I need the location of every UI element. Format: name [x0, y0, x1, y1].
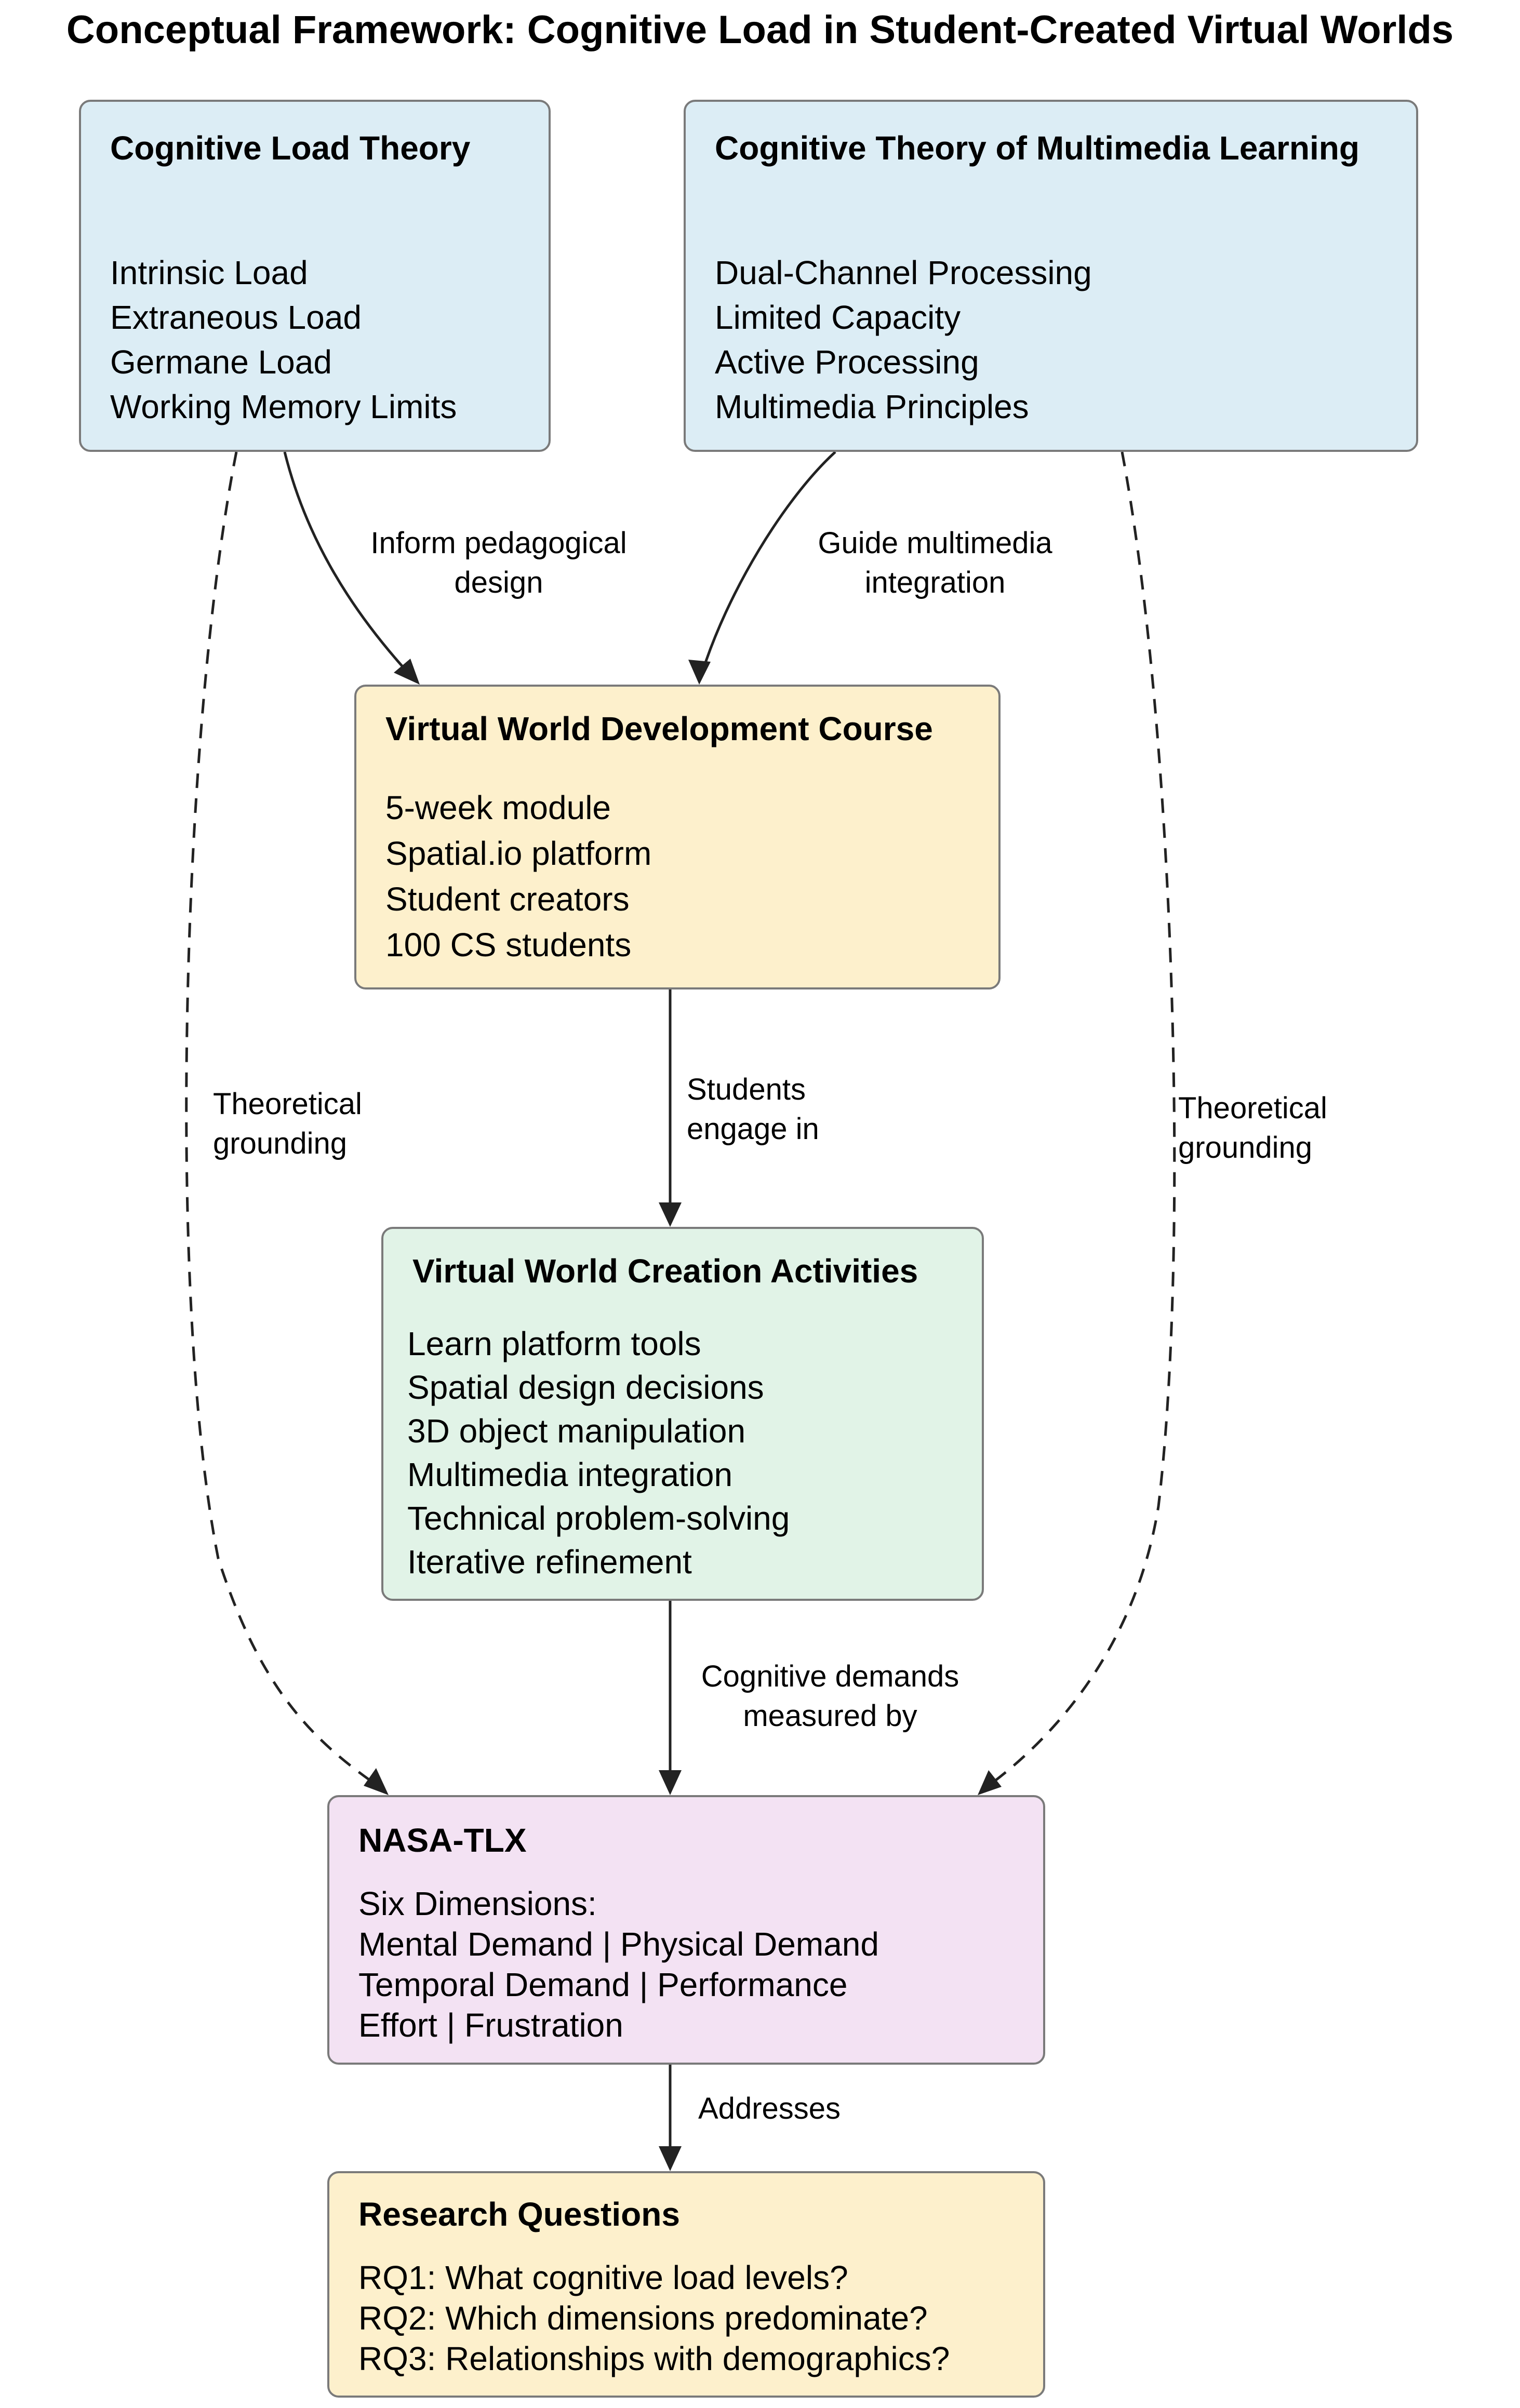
box-item: RQ3: Relationships with demographics?: [358, 2340, 950, 2377]
arrowhead-clt-course: [394, 659, 420, 685]
box-item: RQ2: Which dimensions predominate?: [358, 2299, 928, 2337]
box-heading: Virtual World Development Course: [385, 710, 933, 747]
edge-label-inform: Inform pedagogical design: [370, 526, 627, 599]
box-item: Effort | Frustration: [358, 2006, 623, 2044]
arrowhead-course-activities: [659, 1202, 682, 1227]
box-heading: Virtual World Creation Activities: [412, 1252, 918, 1290]
box-item: Spatial design decisions: [407, 1369, 764, 1406]
box-heading: Cognitive Theory of Multimedia Learning: [715, 129, 1359, 167]
arrowhead-ctml-course: [688, 660, 711, 685]
arrow-clt-to-course: [283, 451, 411, 676]
edge-label-grounding-right: Theoretical grounding: [1178, 1091, 1327, 1165]
box-item: Spatial.io platform: [385, 835, 652, 872]
box-item: Temporal Demand | Performance: [358, 1966, 848, 2003]
box-item: 5-week module: [385, 789, 611, 826]
edge-label-measured: Cognitive demands measured by: [701, 1660, 959, 1733]
box-item: Extraneous Load: [110, 299, 362, 336]
box-item: Multimedia Principles: [715, 388, 1029, 425]
box-item: Multimedia integration: [407, 1456, 733, 1493]
arrow-ctml-to-course: [700, 451, 836, 676]
arrow-grounding-left: [185, 451, 380, 1788]
box-item: Six Dimensions:: [358, 1885, 597, 1922]
box-item: Germane Load: [110, 343, 332, 381]
edge-label-addresses: Addresses: [698, 2092, 841, 2125]
box-heading: Cognitive Load Theory: [110, 129, 471, 167]
arrowhead-activities-nasa: [659, 1770, 682, 1795]
box-item: Limited Capacity: [715, 299, 961, 336]
box-item: Iterative refinement: [407, 1543, 692, 1581]
diagram-title: Conceptual Framework: Cognitive Load in …: [66, 8, 1454, 52]
research-questions-box: Research Questions RQ1: What cognitive l…: [327, 2171, 1045, 2398]
box-item: Intrinsic Load: [110, 254, 308, 291]
nasa-tlx-box: NASA-TLX Six Dimensions: Mental Demand |…: [327, 1795, 1045, 2065]
edge-label-grounding-left: Theoretical grounding: [213, 1087, 362, 1160]
multimedia-learning-theory-box: Cognitive Theory of Multimedia Learning …: [684, 100, 1418, 452]
creation-activities-box: Virtual World Creation Activities Learn …: [381, 1227, 984, 1601]
box-item: RQ1: What cognitive load levels?: [358, 2259, 848, 2296]
box-item: Student creators: [385, 880, 630, 918]
arrowhead-grounding-left: [364, 1768, 389, 1795]
box-heading: NASA-TLX: [358, 1822, 527, 1859]
box-item: Technical problem-solving: [407, 1500, 790, 1537]
edge-label-engage: Students engage in: [687, 1073, 819, 1146]
box-item: Active Processing: [715, 343, 979, 381]
box-item: 3D object manipulation: [407, 1412, 746, 1450]
box-item: 100 CS students: [385, 926, 632, 964]
box-item: Learn platform tools: [407, 1325, 701, 1362]
box-item: Mental Demand | Physical Demand: [358, 1925, 879, 1963]
arrowhead-grounding-right: [978, 1770, 1002, 1795]
box-item: Dual-Channel Processing: [715, 254, 1092, 291]
edge-label-guide: Guide multimedia integration: [818, 526, 1052, 599]
arrow-grounding-right: [986, 451, 1176, 1788]
development-course-box: Virtual World Development Course 5-week …: [354, 685, 1001, 989]
box-heading: Research Questions: [358, 2196, 680, 2233]
arrowhead-nasa-rq: [659, 2146, 682, 2171]
cognitive-load-theory-box: Cognitive Load Theory Intrinsic Load Ext…: [79, 100, 551, 452]
box-item: Working Memory Limits: [110, 388, 457, 425]
